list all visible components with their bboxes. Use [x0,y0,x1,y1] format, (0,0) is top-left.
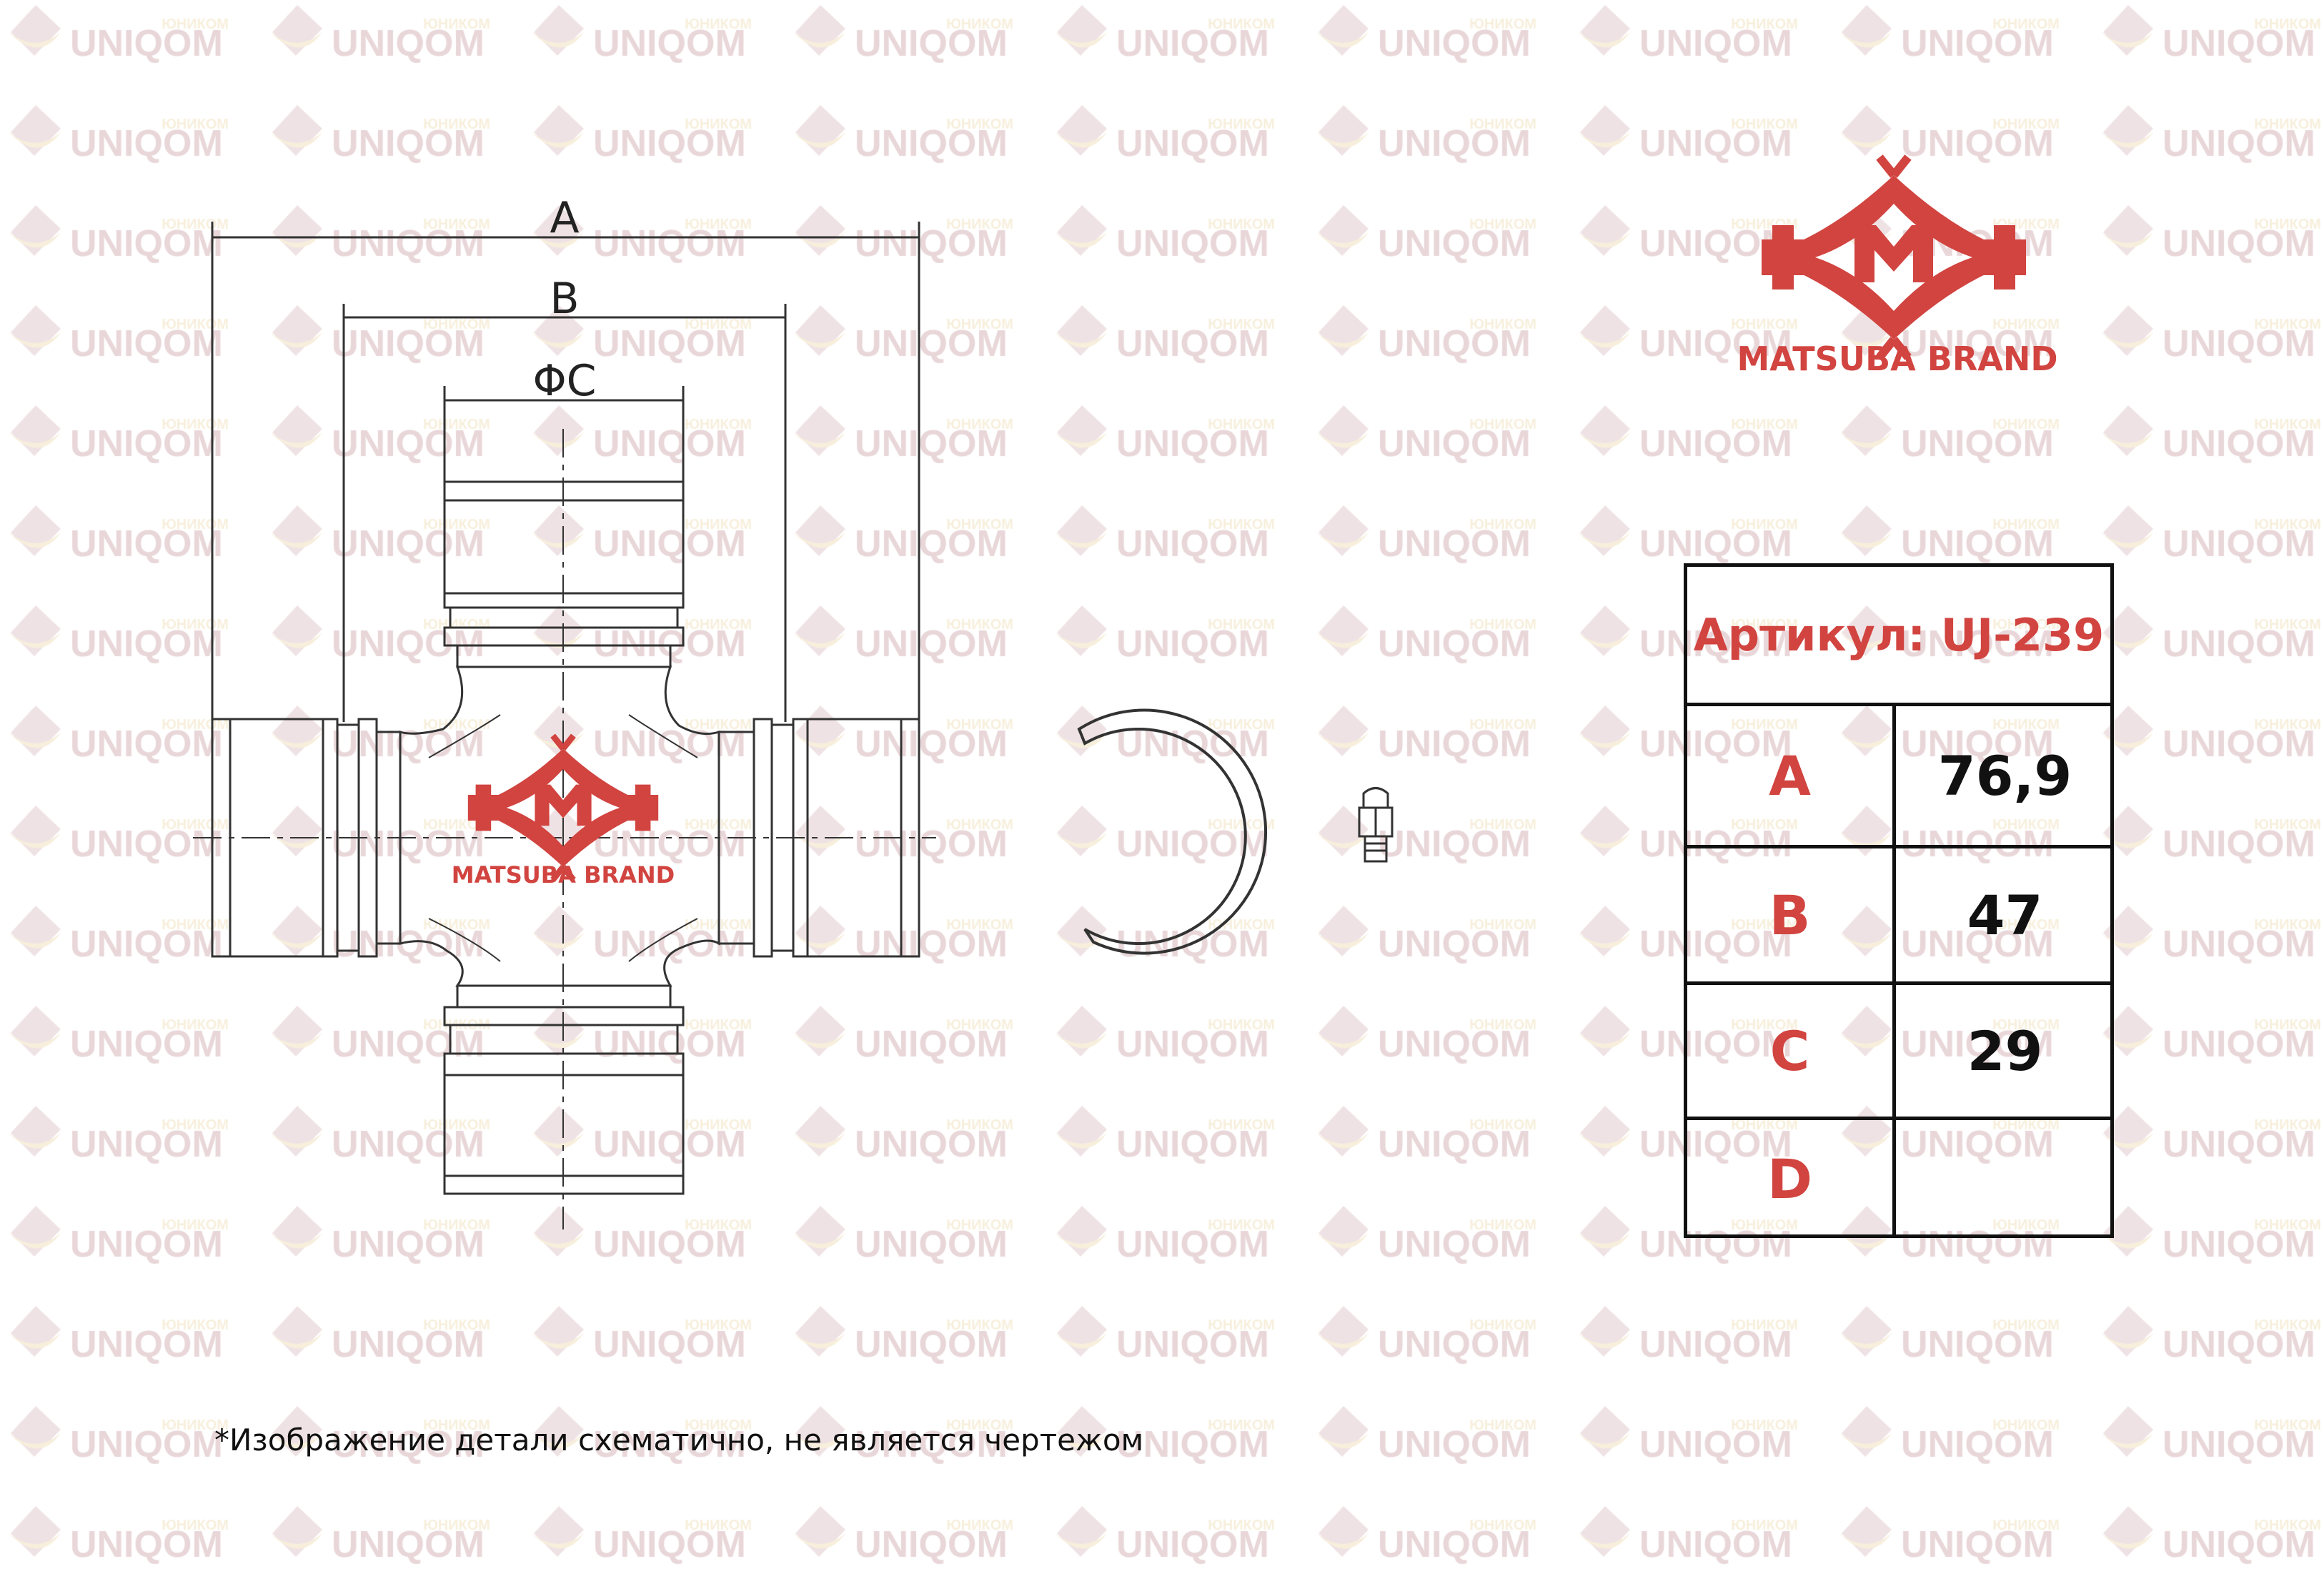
dimension-b: B [342,274,787,722]
dimension-a: A [211,193,920,722]
dim-b-label: B [550,274,579,324]
dim-c-label: ΦC [532,356,596,406]
brand-name: MATSUBA BRAND [1737,340,2057,378]
dim-a-label: A [550,193,579,243]
article-title: Артикул: UJ-239 [1687,567,2110,706]
row-label-a: A [1687,706,1896,848]
matsuba-logo [1762,157,2026,357]
row-label-c: C [1687,985,1896,1120]
row-value-a: 76,9 [1896,706,2114,848]
footnote: *Изображение детали схематично, не являе… [214,1422,1144,1457]
cross-body [399,665,720,987]
bearing-cap-right [717,718,920,958]
snap-ring [1077,708,1267,955]
dimension-c: ΦC [443,356,685,482]
grease-fitting [1358,787,1394,863]
center-brand-text: MATSUBA BRAND [452,861,675,889]
bearing-cap-left [211,718,402,958]
bearing-cap-bottom [443,984,685,1195]
matsuba-logo-center [468,736,658,880]
row-label-b: B [1687,848,1896,985]
row-value-b: 47 [1896,848,2114,985]
spec-table: Артикул: UJ-239 A 76,9 B 47 C 29 D [1684,563,2114,1238]
bearing-cap-top [443,480,685,668]
row-label-d: D [1687,1120,1896,1238]
row-value-c: 29 [1896,985,2114,1120]
row-value-d [1896,1120,2114,1238]
